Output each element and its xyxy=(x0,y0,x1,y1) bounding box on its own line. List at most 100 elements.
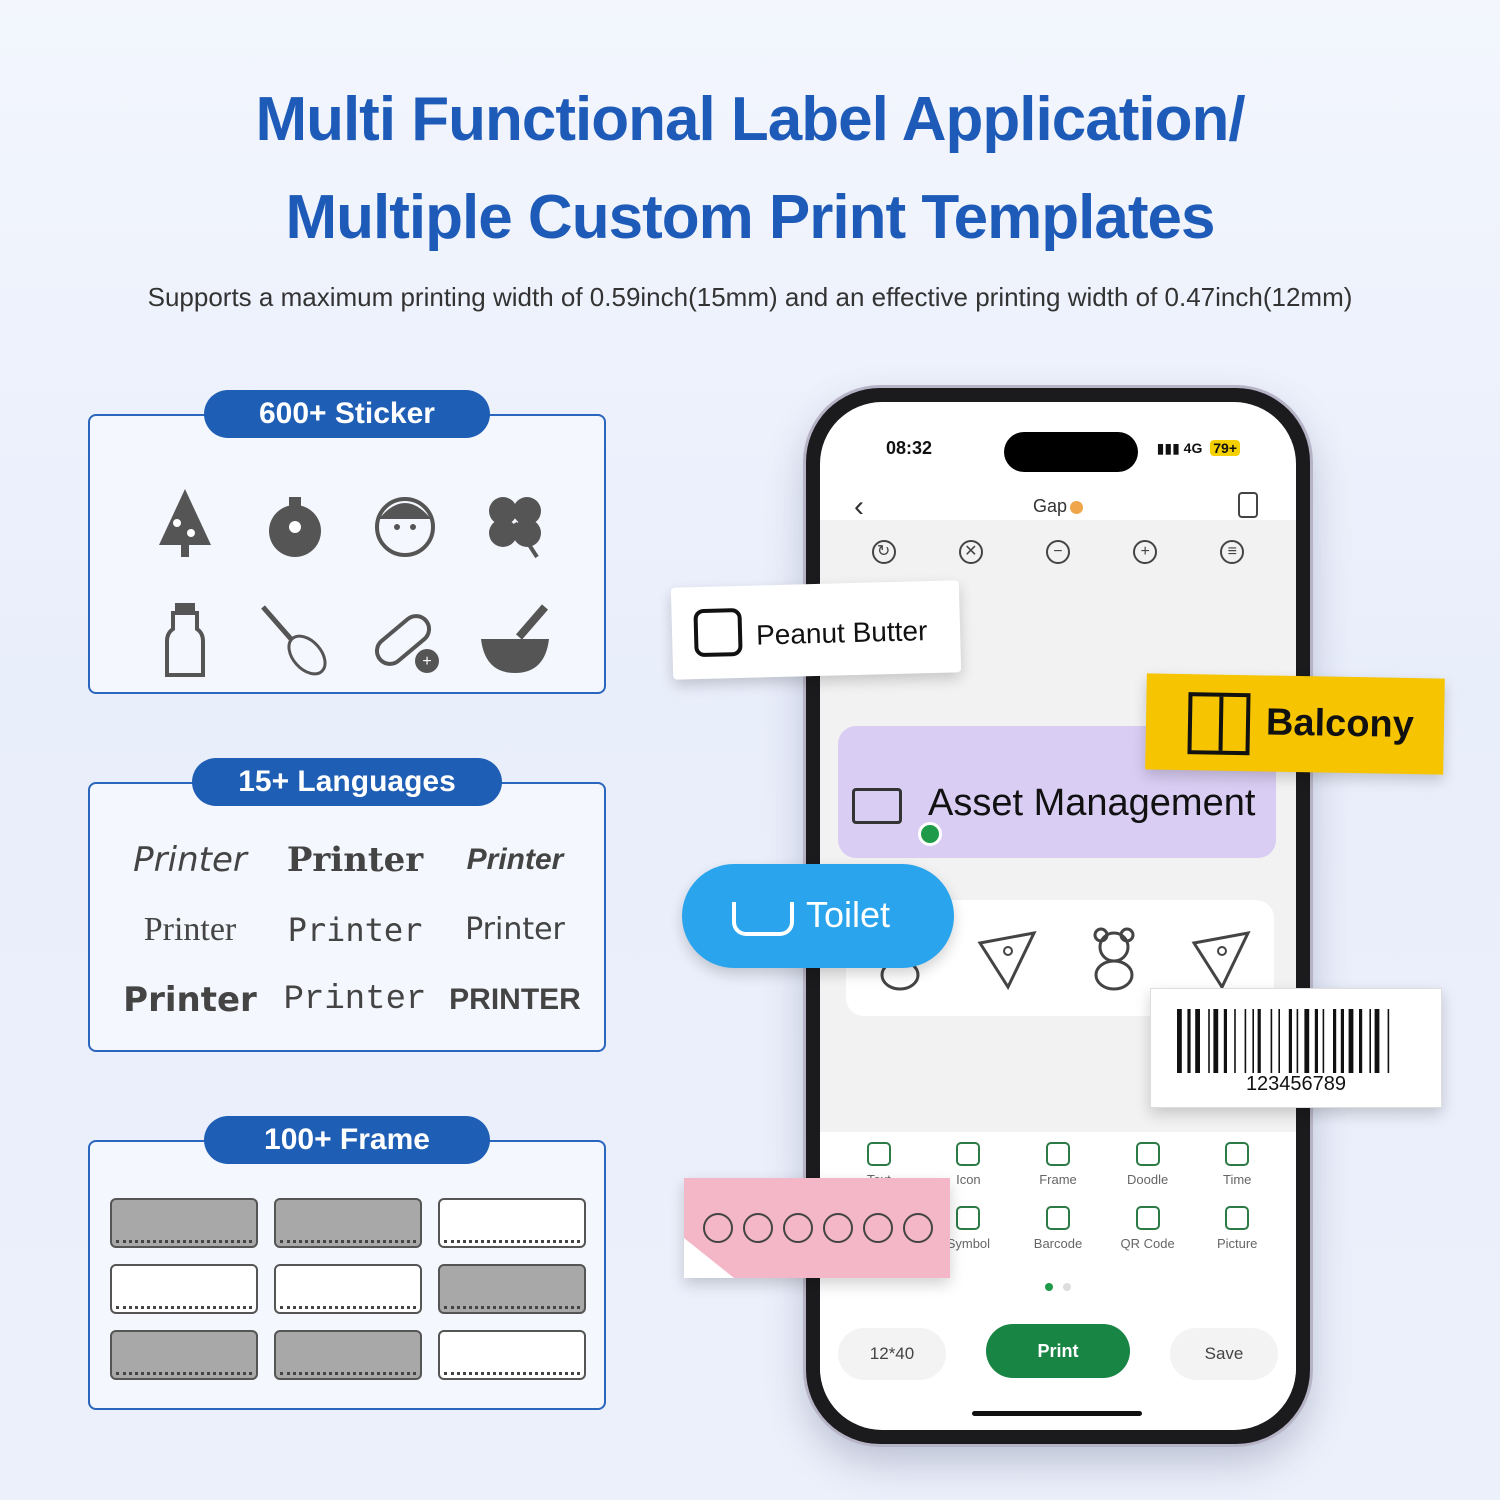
toilet-label: Toilet xyxy=(682,864,954,968)
frame-sample xyxy=(274,1198,422,1248)
function-qr-code[interactable]: QR Code xyxy=(1103,1206,1193,1260)
save-button[interactable]: Save xyxy=(1170,1328,1278,1380)
bottle-icon xyxy=(130,594,240,684)
frames-badge: 100+ Frame xyxy=(204,1116,490,1164)
pets-icon xyxy=(703,1213,933,1243)
asset-label-text: Asset Management xyxy=(928,782,1256,824)
christmas-tree-icon xyxy=(130,478,240,568)
font-sample: Printer xyxy=(123,980,257,1020)
peanut-butter-text: Peanut Butter xyxy=(755,615,928,651)
zoom-in-icon[interactable]: + xyxy=(1133,540,1158,564)
refresh-icon[interactable]: ↻ xyxy=(871,540,896,564)
bear-icon xyxy=(1093,927,1134,991)
frame-sample xyxy=(274,1330,422,1380)
font-sample: Printer xyxy=(465,912,565,947)
clock-icon xyxy=(1225,1142,1250,1166)
font-sample: Printer xyxy=(287,911,423,949)
frame-sample xyxy=(110,1198,258,1248)
qr-code-icon xyxy=(1135,1206,1160,1230)
function-label: Icon xyxy=(956,1172,981,1187)
barcode-number: 123456789 xyxy=(1245,1073,1347,1095)
font-sample: PRINTER xyxy=(449,983,581,1016)
nav-title-label: Gap xyxy=(1032,496,1068,516)
icon-icon xyxy=(956,1142,981,1166)
nav-title-dot-icon xyxy=(1070,500,1084,514)
function-picture[interactable]: Picture xyxy=(1192,1206,1282,1260)
headline-line2: Multiple Custom Print Templates xyxy=(285,183,1216,252)
doodle-icon xyxy=(1135,1142,1160,1166)
monitor-icon xyxy=(852,788,902,824)
bathtub-icon xyxy=(732,902,794,936)
svg-text:+: + xyxy=(422,653,431,670)
pet-pattern-label xyxy=(684,1178,950,1278)
jar-icon xyxy=(693,607,743,658)
frame-sample xyxy=(438,1330,586,1380)
languages-panel: 15+ Languages Printer Printer Printer Pr… xyxy=(88,758,606,1052)
sticker-panel: 600+ Sticker + xyxy=(88,390,606,694)
sticker-badge: 600+ Sticker xyxy=(204,390,490,438)
balcony-text: Balcony xyxy=(1265,701,1415,747)
function-label: Picture xyxy=(1216,1236,1258,1251)
frame-sample xyxy=(438,1198,586,1248)
function-label: Symbol xyxy=(946,1236,991,1251)
size-button[interactable]: 12*40 xyxy=(838,1328,946,1380)
mortar-icon xyxy=(460,594,570,684)
pizza-icon xyxy=(1191,930,1251,991)
nav-title[interactable]: Gap xyxy=(820,496,1296,517)
edit-toolbar: ↻ ✕ − + ≡ xyxy=(820,540,1296,564)
function-time[interactable]: Time xyxy=(1192,1142,1282,1196)
frame-sample xyxy=(110,1330,258,1380)
function-label: Time xyxy=(1222,1172,1252,1187)
status-time: 08:32 xyxy=(886,438,933,458)
whisk-icon xyxy=(240,594,350,684)
frame-sample xyxy=(110,1264,258,1314)
signal-icon: ▮▮▮ xyxy=(1156,440,1180,456)
function-frame[interactable]: Frame xyxy=(1013,1142,1103,1196)
frames-panel: 100+ Frame xyxy=(88,1116,606,1410)
function-doodle[interactable]: Doodle xyxy=(1103,1142,1193,1196)
battery-level: 79+ xyxy=(1210,440,1240,456)
align-icon[interactable]: ≡ xyxy=(1220,540,1245,564)
home-indicator xyxy=(972,1411,1142,1416)
delete-icon[interactable]: ✕ xyxy=(958,540,983,564)
function-barcode[interactable]: Barcode xyxy=(1013,1206,1103,1260)
headline-line1: Multi Functional Label Application/ xyxy=(255,85,1245,154)
function-symbol[interactable]: Symbol xyxy=(924,1206,1014,1260)
device-icon[interactable] xyxy=(1238,492,1258,518)
frame-icon xyxy=(1045,1142,1070,1166)
symbol-icon xyxy=(956,1206,981,1230)
frame-sample xyxy=(438,1264,586,1314)
peanut-butter-label: Peanut Butter xyxy=(670,580,962,680)
function-icon[interactable]: Icon xyxy=(924,1142,1014,1196)
function-label: Frame xyxy=(1039,1172,1077,1187)
page-dot-active xyxy=(1045,1283,1053,1291)
font-sample: Printer xyxy=(133,840,247,880)
font-sample: Printer xyxy=(286,840,424,880)
barcode-icon xyxy=(1045,1206,1070,1230)
clover-icon xyxy=(460,478,570,568)
subtitle: Supports a maximum printing width of 0.5… xyxy=(147,282,1353,312)
network-type: 4G xyxy=(1183,440,1203,456)
font-sample: Printer xyxy=(283,981,427,1019)
page-dot xyxy=(1063,1283,1071,1291)
zoom-out-icon[interactable]: − xyxy=(1045,540,1070,564)
picture-icon xyxy=(1225,1206,1250,1230)
toilet-text: Toilet xyxy=(806,894,891,935)
barcode-label: 123456789 xyxy=(1150,988,1442,1108)
back-icon[interactable]: ‹ xyxy=(854,490,864,523)
print-button[interactable]: Print xyxy=(986,1324,1130,1378)
door-icon xyxy=(1187,692,1251,756)
pill-icon: + xyxy=(350,594,460,684)
frame-sample xyxy=(274,1264,422,1314)
rotate-handle-icon[interactable] xyxy=(918,822,942,846)
function-label: Doodle xyxy=(1126,1172,1169,1187)
pizza-icon xyxy=(977,930,1037,991)
font-sample: Printer xyxy=(466,843,564,876)
santa-icon xyxy=(350,478,460,568)
function-label: QR Code xyxy=(1120,1236,1175,1251)
text-icon xyxy=(866,1142,891,1166)
dynamic-island xyxy=(1004,432,1138,472)
ornament-icon xyxy=(240,478,350,568)
barcode-icon xyxy=(1177,1009,1390,1073)
page-indicator xyxy=(820,1278,1296,1296)
